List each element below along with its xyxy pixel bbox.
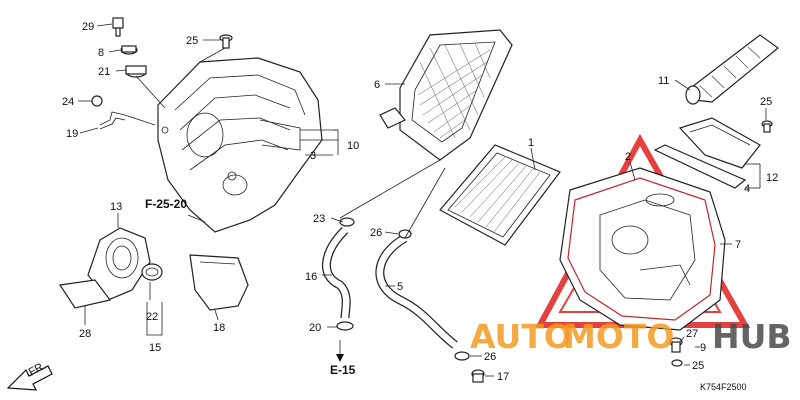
- watermark-text: AUTO MOTO HUB: [470, 317, 792, 356]
- air-filter-element: [439, 144, 561, 246]
- label-6: 6: [374, 79, 380, 91]
- label-22: 22: [146, 311, 158, 323]
- watermark-moto: MOTO: [563, 317, 674, 356]
- element-frame: [379, 29, 513, 161]
- label-24: 24: [62, 96, 74, 108]
- air-cleaner-cover: [157, 57, 323, 233]
- label-21: 21: [98, 66, 110, 78]
- label-11: 11: [658, 75, 669, 87]
- label-18: 18: [213, 322, 225, 334]
- air-cleaner-case: [559, 167, 726, 331]
- label-3: 3: [310, 150, 316, 162]
- watermark-auto: AUTO: [470, 317, 572, 356]
- label-23: 23: [313, 213, 325, 225]
- label-8: 8: [98, 47, 104, 59]
- label-25-right: 25: [760, 96, 772, 108]
- clip-26: [454, 351, 470, 361]
- ref-e15: E-15: [330, 363, 356, 377]
- label-1: 1: [528, 137, 534, 149]
- label-15: 15: [149, 342, 161, 354]
- label-17: 17: [497, 371, 509, 383]
- label-5: 5: [397, 281, 403, 293]
- ref-f25: F-25-20: [145, 197, 187, 211]
- clip-and-tube: [91, 95, 156, 130]
- band-22: [141, 263, 163, 300]
- label-7: 7: [735, 239, 741, 251]
- label-19: 19: [66, 128, 78, 140]
- drain-plug: [471, 369, 485, 383]
- label-10: 10: [347, 140, 359, 152]
- part-labels: 29 8 21 24 19 25 3 10 6 1 2 7 11 25 12 4…: [62, 21, 778, 383]
- bolt-27-25: [669, 337, 683, 367]
- watermark-hub: HUB: [712, 317, 792, 356]
- label-29: 29: [82, 21, 94, 33]
- case-cover: [653, 117, 761, 189]
- label-16: 16: [305, 271, 317, 283]
- front-arrow-icon: [6, 365, 53, 391]
- label-4: 4: [744, 183, 750, 195]
- bolt-stack: [112, 17, 166, 109]
- label-27: 27: [686, 328, 698, 340]
- label-9: 9: [700, 342, 706, 354]
- bolt-25-top: [219, 34, 233, 49]
- intake-duct: [685, 34, 779, 105]
- tube-16: [321, 217, 355, 331]
- label-13: 13: [110, 201, 122, 213]
- label-26-mid: 26: [370, 227, 382, 239]
- tube-5: [375, 229, 458, 349]
- diagram-code: K754F2500: [700, 382, 747, 392]
- band-28: [58, 279, 112, 309]
- label-26-low: 26: [484, 351, 496, 363]
- arrow-e15: [336, 354, 344, 362]
- label-12: 12: [766, 172, 778, 184]
- bolt-25-right: [761, 120, 773, 133]
- label-2: 2: [625, 151, 631, 163]
- label-25-top: 25: [186, 35, 198, 47]
- label-25-bottom: 25: [692, 360, 704, 372]
- label-28: 28: [79, 328, 91, 340]
- connecting-tube: [87, 227, 151, 301]
- cover-18: [189, 254, 249, 311]
- label-20: 20: [309, 322, 321, 334]
- leader-lines: [78, 23, 767, 377]
